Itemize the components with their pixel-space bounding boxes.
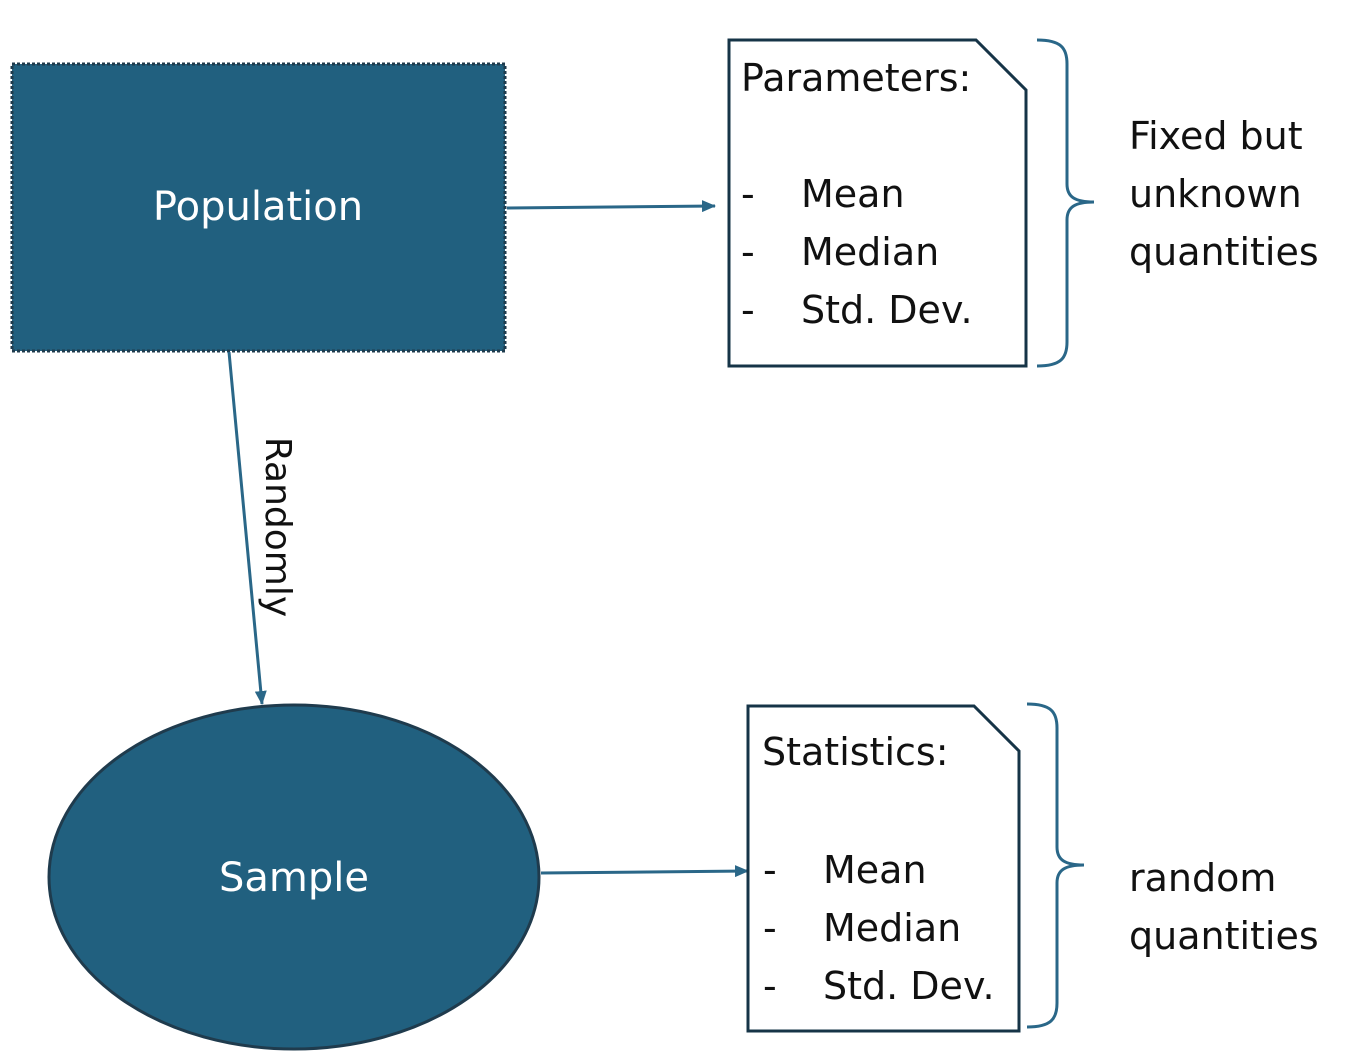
parameters-item-2-text: Median	[801, 230, 939, 274]
parameters-document: Parameters: - Mean - Median - Std. Dev.	[727, 38, 1028, 368]
random-note-line-1: random	[1129, 856, 1276, 900]
sample-label: Sample	[219, 855, 369, 901]
population-label: Population	[153, 184, 363, 230]
arrow-sample-to-statistics	[540, 865, 749, 878]
arrow-population-to-parameters	[506, 200, 716, 213]
fixed-note-line-3: quantities	[1129, 230, 1319, 274]
random-note: random quantities	[1129, 856, 1319, 958]
parameters-item-3-text: Std. Dev.	[801, 288, 973, 332]
population-box	[10, 62, 507, 353]
fixed-note-line-1: Fixed but	[1129, 114, 1303, 158]
statistics-item-2-text: Median	[823, 906, 961, 950]
population-node: Population	[10, 62, 507, 353]
statistics-item-1-dash: -	[763, 848, 777, 892]
randomly-edge-label: Randomly	[257, 437, 298, 617]
parameters-item-3-dash: -	[741, 288, 755, 332]
sample-node: Sample	[47, 703, 541, 1051]
statistics-item-2-dash: -	[763, 906, 777, 950]
random-note-line-2: quantities	[1129, 914, 1319, 958]
fixed-note-line-2: unknown	[1129, 172, 1302, 216]
parameters-item-1-text: Mean	[801, 172, 905, 216]
statistics-item-3-dash: -	[763, 964, 777, 1008]
parameters-item-1-dash: -	[741, 172, 755, 216]
statistics-doc-shape	[746, 704, 1021, 1033]
statistics-title: Statistics:	[762, 730, 949, 774]
statistics-item-3-text: Std. Dev.	[823, 964, 995, 1008]
parameters-item-2-dash: -	[741, 230, 755, 274]
arrow-population-to-sample	[227, 351, 267, 705]
parameters-brace	[1036, 38, 1095, 368]
parameters-doc-shape	[727, 38, 1028, 368]
parameters-title: Parameters:	[741, 56, 971, 100]
statistics-item-1-text: Mean	[823, 848, 927, 892]
statistics-brace	[1026, 702, 1085, 1029]
fixed-note: Fixed but unknown quantities	[1129, 114, 1319, 274]
statistics-document: Statistics: - Mean - Median - Std. Dev.	[746, 704, 1021, 1033]
sample-ellipse	[47, 703, 541, 1051]
